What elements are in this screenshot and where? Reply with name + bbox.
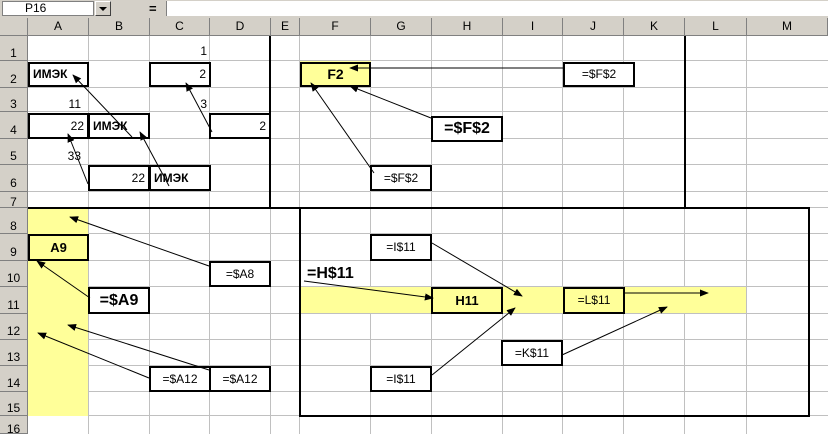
formula-bar: P16 = [0, 0, 828, 19]
column-header-m[interactable]: M [747, 18, 828, 36]
column-header-k[interactable]: K [624, 18, 685, 36]
name-box-dropdown-button[interactable] [95, 1, 111, 16]
cell-c14[interactable]: =$A12 [149, 366, 211, 392]
cell-d14[interactable]: =$A12 [209, 366, 271, 392]
cell-j11[interactable]: =L$11 [563, 287, 625, 314]
row-header-1[interactable]: 1 [0, 36, 28, 61]
cell-a4[interactable]: 22 [28, 113, 89, 139]
cell-b4[interactable]: ИМЭК [88, 113, 150, 139]
cell-j13[interactable]: =K$11 [501, 340, 563, 366]
formula-equals-button[interactable]: = [149, 1, 157, 16]
row-header-16[interactable]: 16 [0, 416, 28, 436]
row-header-4[interactable]: 4 [0, 112, 28, 139]
name-box[interactable]: P16 [2, 1, 94, 16]
row-header-9[interactable]: 9 [0, 234, 28, 261]
cell-grid[interactable]: 1 ИМЭК 2 F2 =$F$2 11 3 22 ИМЭК 2 =$F$2 3… [28, 36, 828, 434]
row-header-12[interactable]: 12 [0, 314, 28, 340]
column-header-g[interactable]: G [371, 18, 432, 36]
cell-a9[interactable]: A9 [28, 234, 89, 261]
row-header-2[interactable]: 2 [0, 61, 28, 88]
divider-k-l-upper [684, 36, 686, 208]
cell-a5[interactable]: 33 [67, 149, 81, 163]
row-header-8[interactable]: 8 [0, 208, 28, 234]
cell-c1[interactable]: 1 [200, 44, 207, 58]
cell-h11[interactable]: H11 [431, 287, 503, 314]
cell-f10[interactable]: =H$11 [307, 265, 354, 282]
cell-j2[interactable]: =$F$2 [563, 62, 635, 87]
divider-row-15-bottom [299, 415, 810, 417]
column-header-d[interactable]: D [210, 18, 271, 36]
cell-f2[interactable]: F2 [300, 62, 371, 87]
column-header-l[interactable]: L [685, 18, 747, 36]
select-all-corner[interactable] [0, 18, 28, 36]
column-header-i[interactable]: I [503, 18, 563, 36]
cell-g14[interactable]: =I$11 [370, 366, 432, 392]
cell-b11[interactable]: =$A9 [88, 287, 150, 314]
row-header-11[interactable]: 11 [0, 287, 28, 314]
row-header-15[interactable]: 15 [0, 392, 28, 416]
divider-m-right [808, 207, 810, 416]
cell-d10[interactable]: =$A8 [209, 261, 271, 287]
cell-a3[interactable]: 11 [68, 97, 81, 111]
column-header-b[interactable]: B [89, 18, 150, 36]
row-header-5[interactable]: 5 [0, 139, 28, 165]
cell-c2[interactable]: 2 [149, 62, 211, 87]
column-header-f[interactable]: F [300, 18, 371, 36]
column-header-j[interactable]: J [563, 18, 624, 36]
column-header-c[interactable]: C [150, 18, 210, 36]
row-header-13[interactable]: 13 [0, 340, 28, 366]
cell-h4[interactable]: =$F$2 [431, 116, 503, 142]
divider-e-f-lower [299, 207, 301, 416]
row-header-3[interactable]: 3 [0, 88, 28, 112]
row-header-10[interactable]: 10 [0, 261, 28, 287]
formula-input[interactable] [166, 1, 828, 16]
cell-a2[interactable]: ИМЭК [28, 62, 89, 87]
cell-d4[interactable]: 2 [209, 113, 271, 139]
cell-b6[interactable]: 22 [88, 165, 150, 191]
cell-g6[interactable]: =$F$2 [370, 165, 432, 191]
row-header-14[interactable]: 14 [0, 366, 28, 392]
row-header-6[interactable]: 6 [0, 165, 28, 192]
column-header-e[interactable]: E [271, 18, 300, 36]
cell-g9[interactable]: =I$11 [370, 234, 432, 261]
row-header-7[interactable]: 7 [0, 192, 28, 209]
cell-c3[interactable]: 3 [200, 97, 207, 111]
divider-row-7 [28, 207, 809, 209]
cell-c6[interactable]: ИМЭК [149, 165, 211, 191]
column-header-h[interactable]: H [432, 18, 503, 36]
highlight-range-f11-l11 [300, 287, 746, 313]
column-header-a[interactable]: A [28, 18, 89, 36]
